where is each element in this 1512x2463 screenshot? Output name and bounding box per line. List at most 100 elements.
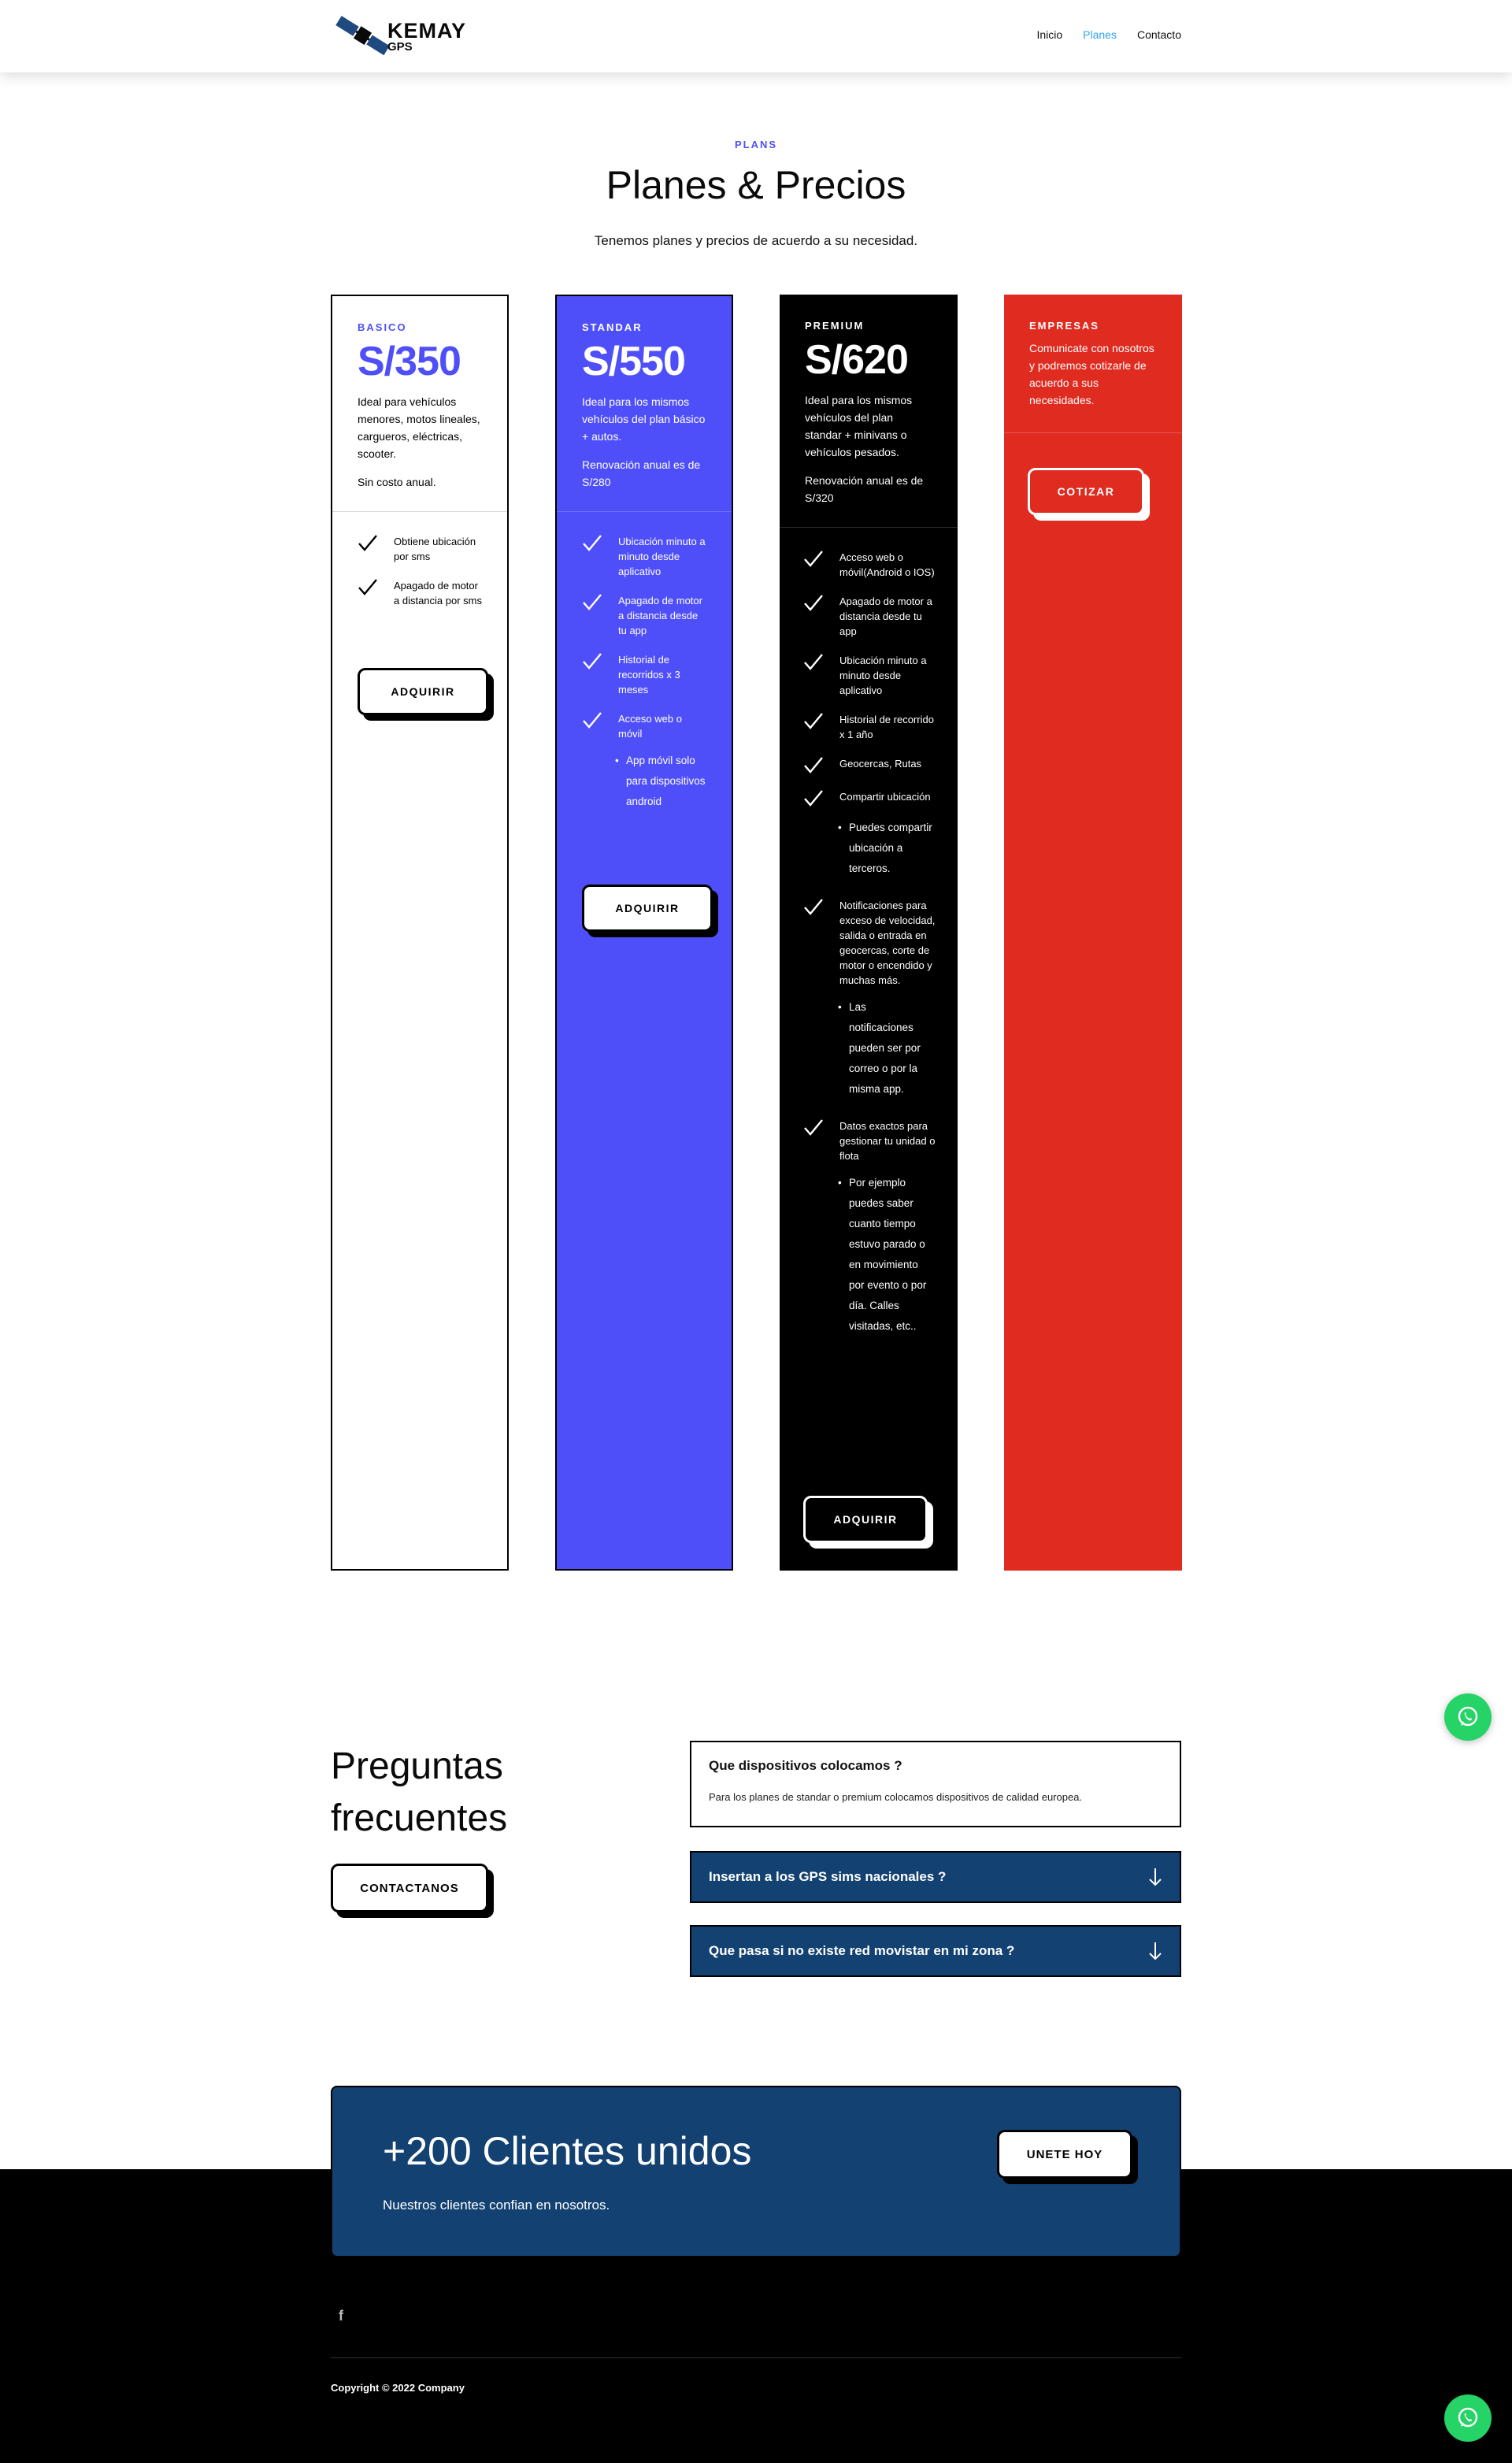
check-icon [582,534,602,553]
plan-divider [557,511,732,512]
footer-divider [331,2357,1181,2358]
check-icon [803,653,824,672]
plan-price: S/620 [805,337,909,383]
feature-list: Acceso web o móvil(Android o IOS) Apagad… [780,528,958,808]
adquirir-button[interactable]: ADQUIRIR [358,668,488,715]
satellite-icon [335,16,390,56]
check-icon [358,534,378,553]
whatsapp-icon [1458,2407,1478,2428]
cotizar-button[interactable]: COTIZAR [1028,468,1144,515]
sub-item: App móvil solo para dispositivos android [615,751,717,812]
sub-list: App móvil solo para dispositivos android [615,751,717,812]
feature-item: Obtiene ubicación por sms [358,534,484,564]
sub-item: Por ejemplo puedes saber cuanto tiempo e… [838,1173,932,1337]
plan-card-standar: STANDAR S/550 Ideal para los mismos vehí… [555,295,733,1571]
faq-question: Que dispositivos colocamos ? [709,1758,902,1773]
plan-description: Ideal para los mismos vehículos del plan… [582,395,706,443]
feature-list: Ubicación minuto a minuto desde aplicati… [557,512,732,741]
plan-note: Renovación anual es de S/320 [805,474,924,504]
plan-description: Ideal para vehículos menores, motos line… [358,395,480,460]
contactanos-button[interactable]: CONTACTANOS [331,1864,488,1912]
site-header: KEMAY GPS Inicio Planes Contacto [0,0,1512,72]
faq-answer: Para los planes de standar o premium col… [709,1791,1083,1803]
page-subtitle: Tenemos planes y precios de acuerdo a su… [594,233,918,248]
facebook-icon[interactable]: f [339,2308,343,2324]
plan-note: Sin costo anual. [358,476,436,488]
feature-list: Notificaciones para exceso de velocidad,… [780,892,958,988]
plan-card-empresas: EMPRESAS Comunicate con nosotros y podre… [1004,295,1182,1571]
faq-item[interactable]: Insertan a los GPS sims nacionales ? [690,1851,1181,1903]
faq-title: Preguntas frecuentes [331,1745,508,1839]
cta-banner: +200 Clientes unidos Nuestros clientes c… [331,2086,1181,2257]
plan-card-premium: PREMIUM S/620 Ideal para los mismos vehí… [780,295,958,1571]
check-icon [803,898,824,917]
plan-description: Ideal para los mismos vehículos del plan… [805,394,913,458]
logo-brand: KEMAY [387,18,467,43]
arrow-down-icon [1149,1942,1162,1960]
feature-item: Notificaciones para exceso de velocidad,… [803,898,939,988]
feature-list: Obtiene ubicación por sms Apagado de mot… [332,512,507,608]
plan-description: Comunicate con nosotros y podremos cotiz… [1029,342,1154,406]
nav-inicio[interactable]: Inicio [1036,28,1063,41]
plan-label: BASICO [358,321,407,333]
site-logo[interactable]: KEMAY GPS [331,16,480,57]
feature-item: Acceso web o móvil(Android o IOS) [803,550,939,580]
plan-label: STANDAR [582,321,643,333]
whatsapp-button[interactable] [1444,2394,1492,2442]
plan-price: S/350 [358,339,461,384]
whatsapp-icon [1458,1706,1478,1727]
cta-subtitle: Nuestros clientes confian en nosotros. [383,2198,610,2213]
feature-item: Apagado de motor a distancia por sms [358,578,484,608]
feature-list: Datos exactos para gestionar tu unidad o… [780,1112,958,1163]
plan-price: S/550 [582,339,686,384]
feature-item: Apagado de motor a distancia desde tu ap… [803,594,939,639]
unete-hoy-button[interactable]: UNETE HOY [997,2130,1132,2179]
section-eyebrow: PLANS [734,139,778,150]
faq-item[interactable]: Que pasa si no existe red movistar en mi… [690,1925,1181,1977]
feature-item: Geocercas, Rutas [803,756,939,775]
plan-card-basico: BASICO S/350 Ideal para vehículos menore… [331,295,509,1571]
page-title: Planes & Precios [606,163,906,207]
sub-list: Las notificaciones pueden ser por correo… [838,997,932,1100]
plan-label: PREMIUM [805,320,865,332]
check-icon [582,652,602,671]
faq-question: Insertan a los GPS sims nacionales ? [709,1869,947,1884]
check-icon [803,789,824,808]
main-nav: Inicio Planes Contacto [1036,28,1181,41]
copyright: Copyright © 2022 Company [331,2382,465,2394]
feature-item: Apagado de motor a distancia desde tu ap… [582,593,708,638]
plan-divider [780,527,958,528]
check-icon [803,712,824,731]
adquirir-button[interactable]: ADQUIRIR [582,885,713,932]
check-icon [358,578,378,597]
check-icon [582,711,602,730]
feature-item: Datos exactos para gestionar tu unidad o… [803,1118,939,1163]
check-icon [803,550,824,569]
sub-list: Puedes compartir ubicación a terceros. [838,818,932,879]
nav-planes[interactable]: Planes [1083,28,1117,41]
sub-item: Puedes compartir ubicación a terceros. [838,818,932,879]
adquirir-button[interactable]: ADQUIRIR [803,1496,928,1543]
check-icon [582,593,602,612]
plan-label: EMPRESAS [1029,320,1099,332]
sub-list: Por ejemplo puedes saber cuanto tiempo e… [838,1173,932,1337]
logo-sub: GPS [387,39,413,54]
plan-divider [1004,432,1182,433]
arrow-down-icon [1149,1868,1162,1886]
feature-item: Compartir ubicación [803,789,939,808]
feature-item: Historial de recorridos x 3 meses [582,652,708,697]
plan-note: Renovación anual es de S/280 [582,458,701,488]
faq-question: Que pasa si no existe red movistar en mi… [709,1943,1015,1958]
sub-item: Las notificaciones pueden ser por correo… [838,997,932,1100]
feature-item: Acceso web o móvil [582,711,708,741]
whatsapp-button[interactable] [1444,1693,1492,1741]
nav-contacto[interactable]: Contacto [1136,28,1181,41]
feature-item: Ubicación minuto a minuto desde aplicati… [803,653,939,698]
faq-item-open[interactable]: Que dispositivos colocamos ? Para los pl… [690,1741,1181,1827]
check-icon [803,594,824,613]
check-icon [803,756,824,775]
feature-item: Historial de recorrido x 1 año [803,712,939,742]
check-icon [803,1118,824,1137]
feature-item: Ubicación minuto a minuto desde aplicati… [582,534,708,579]
plan-divider [332,511,507,512]
